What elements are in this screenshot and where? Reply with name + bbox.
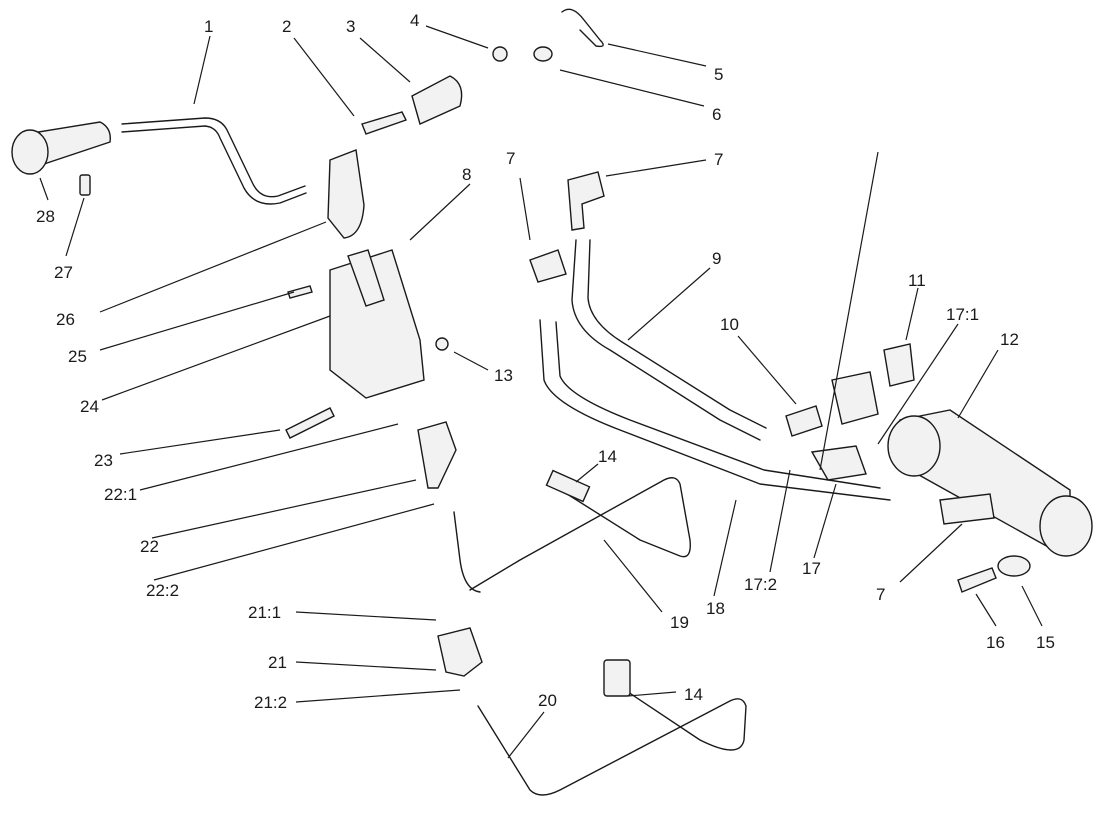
callout-7-mid: 7 (506, 149, 515, 168)
hose-clamp-upper (545, 469, 591, 503)
hydraulic-cylinder (887, 409, 1093, 557)
callout-7-lower: 7 (876, 585, 885, 604)
cylinder-bolt (957, 567, 997, 593)
callout-5: 5 (714, 65, 723, 84)
callout-25: 25 (68, 347, 87, 366)
callout-19: 19 (670, 613, 689, 632)
callout-22-2: 22:2 (146, 581, 179, 600)
leader-lines (39, 25, 1043, 759)
callout-labels: 1 2 3 4 5 6 7 7 8 9 10 11 17:1 12 13 26 … (36, 11, 1055, 712)
cotter-pin (561, 8, 604, 48)
callout-14-upper: 14 (598, 447, 617, 466)
callout-16: 16 (986, 633, 1005, 652)
callout-17-1: 17:1 (946, 305, 979, 324)
tee-fitting (417, 421, 457, 489)
bracket (411, 75, 463, 125)
elbow-fitting-top (567, 171, 605, 231)
washer (533, 46, 553, 62)
nut (492, 46, 508, 62)
callout-23: 23 (94, 451, 113, 470)
callout-21-1: 21:1 (248, 603, 281, 622)
valve-spool (347, 249, 385, 307)
link-plate (327, 149, 365, 239)
callout-27: 27 (54, 263, 73, 282)
callout-14-lower: 14 (684, 685, 703, 704)
callout-2: 2 (282, 17, 291, 36)
mount-bracket (831, 371, 879, 425)
callout-22-1: 22:1 (104, 485, 137, 504)
callout-6: 6 (712, 105, 721, 124)
callout-1: 1 (204, 17, 213, 36)
callout-22: 22 (140, 537, 159, 556)
callout-20: 20 (538, 691, 557, 710)
long-bolt (285, 407, 335, 439)
callout-18: 18 (706, 599, 725, 618)
callout-4: 4 (410, 11, 419, 30)
callout-17: 17 (802, 559, 821, 578)
callout-15: 15 (1036, 633, 1055, 652)
hose-clamp-lower (603, 659, 631, 697)
callout-9: 9 (712, 249, 721, 268)
small-screw (287, 285, 313, 299)
pipe-loop-upper (469, 477, 691, 591)
callout-11: 11 (908, 271, 926, 290)
callout-13: 13 (494, 366, 513, 385)
callout-21-2: 21:2 (254, 693, 287, 712)
reference-line (819, 151, 879, 471)
callout-24: 24 (80, 397, 99, 416)
hose-upper (571, 239, 761, 441)
straight-fitting-cylinder (939, 493, 995, 525)
clevis-pin (785, 405, 823, 437)
elbow-fitting-mid (529, 249, 567, 283)
callout-28: 28 (36, 207, 55, 226)
callout-3: 3 (346, 17, 355, 36)
elbow-fitting-cylinder (810, 445, 867, 481)
elbow-fitting-lower (437, 627, 483, 677)
pipe-loop-lower (477, 679, 747, 796)
callout-7-top: 7 (714, 150, 723, 169)
callout-17-2: 17:2 (744, 575, 777, 594)
set-screw (79, 174, 91, 196)
pin (361, 111, 407, 135)
hose-lower (539, 319, 891, 501)
callout-21: 21 (268, 653, 287, 672)
callout-12: 12 (1000, 330, 1019, 349)
handle-grip (11, 121, 111, 175)
cylinder-washer (997, 555, 1031, 577)
callout-10: 10 (720, 315, 739, 334)
callout-8: 8 (462, 165, 471, 184)
callout-26: 26 (56, 310, 75, 329)
valve-body (329, 249, 425, 399)
lever-rod (121, 117, 306, 198)
lock-nut (435, 337, 449, 351)
